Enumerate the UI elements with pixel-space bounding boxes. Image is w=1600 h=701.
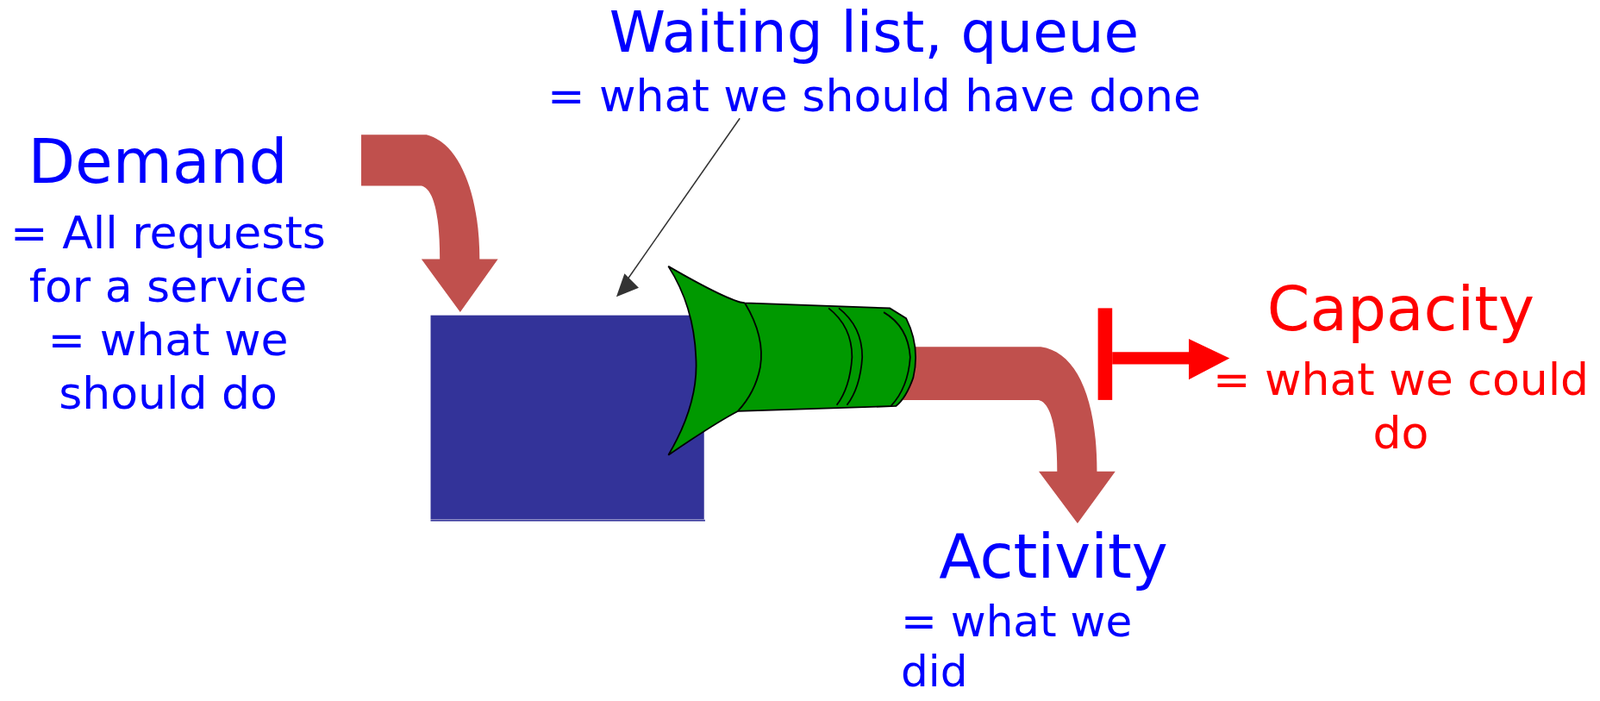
activity-arrow — [903, 346, 1116, 524]
capacity-definition: = what we could do — [1202, 352, 1600, 461]
capacity-arrow-shaft — [1112, 351, 1192, 364]
tank-base-line — [431, 519, 706, 522]
funnel-ridge — [737, 302, 762, 411]
demand-definition: = All requests for a service — [0, 206, 337, 314]
demand-arrow — [361, 134, 499, 313]
demand-heading: Demand — [0, 126, 331, 198]
queue-definition: = what we should have done — [486, 68, 1263, 123]
capacity-limit-bar — [1098, 307, 1113, 400]
activity-definition: = what we did — [900, 597, 1160, 697]
capacity-heading: Capacity — [1211, 274, 1591, 345]
funnel — [668, 266, 916, 456]
queue-heading: Waiting list, queue — [486, 0, 1263, 66]
funnel-ridge — [828, 307, 852, 405]
funnel-ridge — [883, 312, 911, 407]
activity-heading: Activity — [881, 521, 1226, 593]
queue-tank — [431, 315, 705, 520]
leader-line — [624, 118, 740, 284]
leader-arrow-head — [616, 273, 639, 297]
funnel-ridge — [838, 307, 863, 405]
demand-definition: = what we should do — [0, 312, 337, 421]
